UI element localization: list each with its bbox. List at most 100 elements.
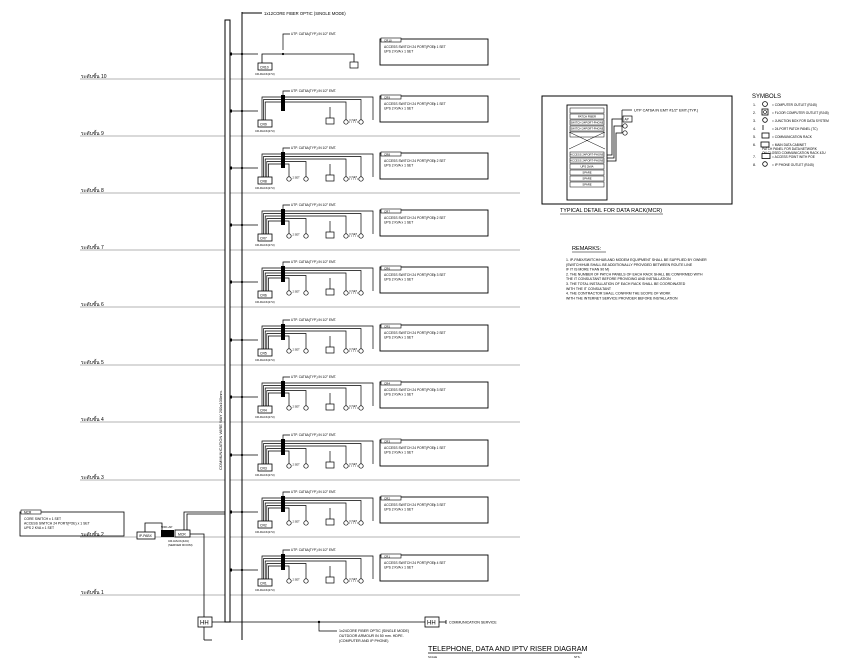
rack-info-box [379,324,489,352]
switch-qty: x 3 SET [434,273,446,277]
computer-outlet-icon [303,176,309,182]
rack-sub-label: CR-RACK(27U) [255,530,275,534]
rack-info-box [379,95,489,123]
outlet-qty-label: N SET [350,175,358,179]
symbol-number: 3. [753,119,756,123]
floor-outlet-icon [761,108,769,116]
mcr-rack-box [174,529,191,538]
outlet-qty-label: N SET [350,577,358,581]
access-point-icon [622,115,633,123]
symbol-number: 6. [753,143,756,147]
outdoor-fiber-line-1: 1x24CORE FIBER OPTIC (SINGLE MODE) [339,629,409,633]
outlet-qty-label: N SET [350,462,358,466]
rack-info-title: CR5 [384,324,390,328]
computer-outlet-icon [286,405,292,411]
rack-slot [569,181,605,188]
floor-level-label: ระดับชั้น 1 [81,587,104,596]
rack-slot [569,119,605,126]
remarks-list: 1. IP-PABX/SWITCH/HUB AND MODEM EQUIPMEN… [566,258,707,300]
rack-slot-label: UPS 2kVA [580,165,593,169]
ip-pabx-label: IP-PABX [139,534,153,538]
ip-phone-outlet-icon [343,405,349,411]
comm-rack-label: CR9 [260,122,267,126]
symbol-description: ON CLOSED COMMUNICATION RACK 42U [762,151,826,155]
rack-slot [569,157,605,164]
remarks: REMARKS: 1. IP-PABX/SWITCH/HUB AND MODEM… [566,246,707,300]
access-point-icon [761,153,771,159]
ip-phone-outlet-icon [343,520,349,526]
ups-line: UPS 2 KVA x 1 SET [384,164,413,168]
access-point-icon [325,174,335,182]
mcr-rack-label: CR-RACK(42U) [168,539,189,543]
switch-qty: x 3 SET [434,388,446,392]
rack-info-title: CR7 [384,209,390,213]
symbol-description: = JUNCTION BOX FOR DATA SYSTEM [772,119,829,123]
rack-info-title: CR1 [384,554,390,558]
symbols-legend: SYMBOLS 1.= COMPUTER OUTLET (RJ45)2.= FL… [752,94,829,167]
floor-level-label: ระดับชั้น 8 [81,185,104,194]
rack-info-title: CR2 [384,496,390,500]
outdoor-fiber-line-2: OUTDOOR ARMOUR IN 50 mm. HDPE. [339,634,404,638]
ip-phone-outlet-icon [358,233,364,239]
mcr-label: MCR [178,532,186,536]
rack-info-box [379,209,489,237]
outlet-qty-label: 2 SET [293,348,301,352]
symbol-description: = 24-PORT PATCH PANEL (TC) [772,127,818,131]
access-point-icon [325,288,335,296]
comm-rack-label: CR7 [260,236,267,240]
outlet-qty-label: 2 SET [293,520,301,524]
comm-rack-label: CR4 [260,408,267,412]
switch-qty: x 2 SET [434,331,446,335]
title-scale-value: NTS. [574,655,581,659]
remark-line: WITH THE IT CONSULTANT [566,287,612,291]
symbols-list: 1.= COMPUTER OUTLET (RJ45)2.= FLOOR COMP… [753,101,829,167]
ip-phone-outlet-icon [358,176,364,182]
rack-slot [569,169,605,176]
rack-info-title: CR3 [384,439,390,443]
comm-rack-label: CR1 [260,581,267,585]
handhole-left-label: HH [200,621,209,627]
utp-label: UTP. CAT6A(TYP.) IN 1/2" EMT. [291,490,336,494]
ip-phone-outlet-icon [343,463,349,469]
rack-info-box [379,266,489,294]
comm-rack-box [257,62,273,71]
mcr-equipment: IP-PABX WIFI-AP MCR CR-RACK(42U) (SERVER… [136,511,225,640]
comm-rack-label: CR5 [260,351,267,355]
cable-bundle [281,324,285,340]
rack-slot [569,113,605,120]
cable-bundle [281,95,285,111]
utp-label: UTP. CAT6A(TYP.) IN 1/2" EMT. [291,548,336,552]
floor-level-label: ระดับชั้น 6 [81,299,104,308]
ip-phone-outlet-icon [358,348,364,354]
computer-outlet-icon [286,233,292,239]
fiber-top-label: 1x12CORE FIBER OPTIC (SINGLE MODE) [264,11,346,16]
switch-line: ACCESS SWITCH 24 PORT(POE) [384,388,435,392]
symbol-description: = ACCESS POINT WITH POE [772,155,815,159]
ups-line: UPS 2 KVA x 1 SET [384,508,413,512]
computer-outlet-icon [286,578,292,584]
ups-line: UPS 2 KVA x 1 SET [384,566,413,570]
ip-phone-outlet-icon [622,130,628,136]
access-point-icon [325,518,335,526]
rack-sub-label: CR-RACK(27U) [255,243,275,247]
symbol-number: 4. [753,127,756,131]
switch-line: ACCESS SWITCH 24 PORT(POE) [384,159,435,163]
utp-label: UTP. CAT6A(TYP.) IN 1/2" EMT. [291,318,336,322]
outlet-qty-label: 2 SET [293,176,301,180]
comm-rack-label: CR10 [260,65,269,69]
access-point-icon [325,403,335,411]
symbol-number: 5. [753,135,756,139]
switch-qty: x 1 SET [434,446,446,450]
rack-sub-label: CR-RACK(27U) [255,473,275,477]
ip-phone-outlet-icon [358,119,364,125]
outlet-qty-label: N SET [350,118,358,122]
computer-outlet-icon [286,290,292,296]
rack-detail-frame [541,95,733,205]
utp-label: UTP. CAT6A(TYP.) IN 1/2" EMT. [291,433,336,437]
ip-phone-outlet-icon [343,176,349,182]
switch-qty: x 4 SET [434,561,446,565]
outlet-qty-label: N SET [350,519,358,523]
